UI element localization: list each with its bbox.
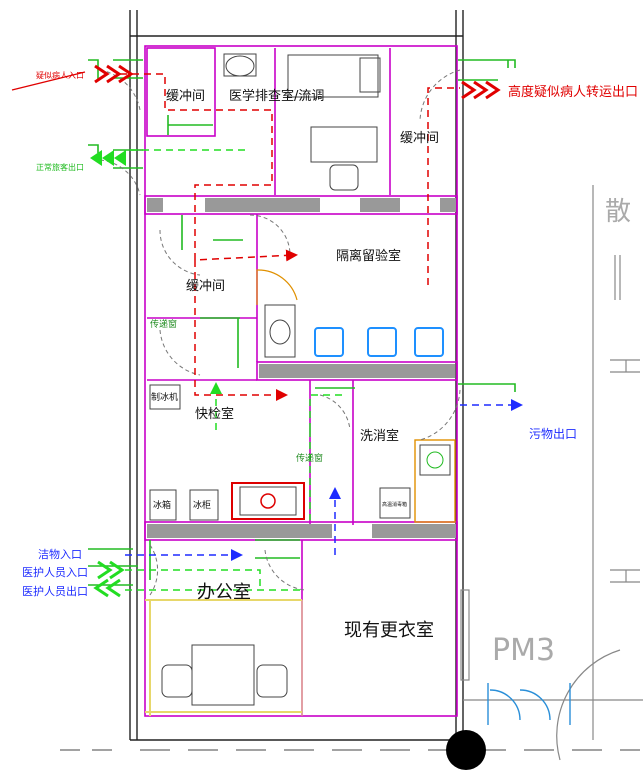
suspect-arrows [94,64,501,100]
room-buffer-top-left: 缓冲间 [166,89,205,104]
label-suspect-entry: 疑似病人入口 [36,70,84,80]
isolation-chairs [314,327,444,357]
patient-flow [11,71,460,401]
label-staff-exit: 医护人员出口 [22,584,88,598]
label-partial: 散 [605,197,631,227]
room-rapid-test: 快检室 [195,406,234,422]
label-pm: PM3 [492,633,555,668]
outer-walls [129,10,464,741]
material-flow [125,399,523,561]
label-transfer-exit: 高度疑似病人转运出口 [508,84,638,100]
right-context [60,185,643,770]
label-normal-exit: 正常旅客出口 [36,162,84,172]
room-isolation: 隔离留验室 [336,248,401,264]
doors [88,59,516,586]
door-arcs [99,69,461,596]
room-exam: 医学排查室/流调 [229,88,324,104]
label-pass-window-2: 传递窗 [296,452,323,464]
label-staff-entry: 医护人员入口 [22,565,88,579]
normal-flow [90,149,345,598]
room-buffer-top-right: 缓冲间 [400,131,439,146]
label-disinfector: 高温消毒箱 [382,501,407,508]
room-wash: 洗消室 [360,428,399,444]
label-clean-entry: 洁物入口 [38,547,82,561]
label-ice-machine: 制冰机 [151,391,178,403]
room-locker: 现有更衣室 [344,620,434,641]
room-office: 办公室 [197,582,251,603]
label-waste-exit: 污物出口 [529,427,577,441]
furniture [149,53,451,706]
label-freezer: 冰箱 [153,499,171,511]
label-fridge: 冰柜 [193,499,211,511]
room-buffer-mid: 缓冲间 [186,279,225,294]
label-pass-window-1: 传递窗 [150,318,177,330]
partitions [144,47,458,716]
